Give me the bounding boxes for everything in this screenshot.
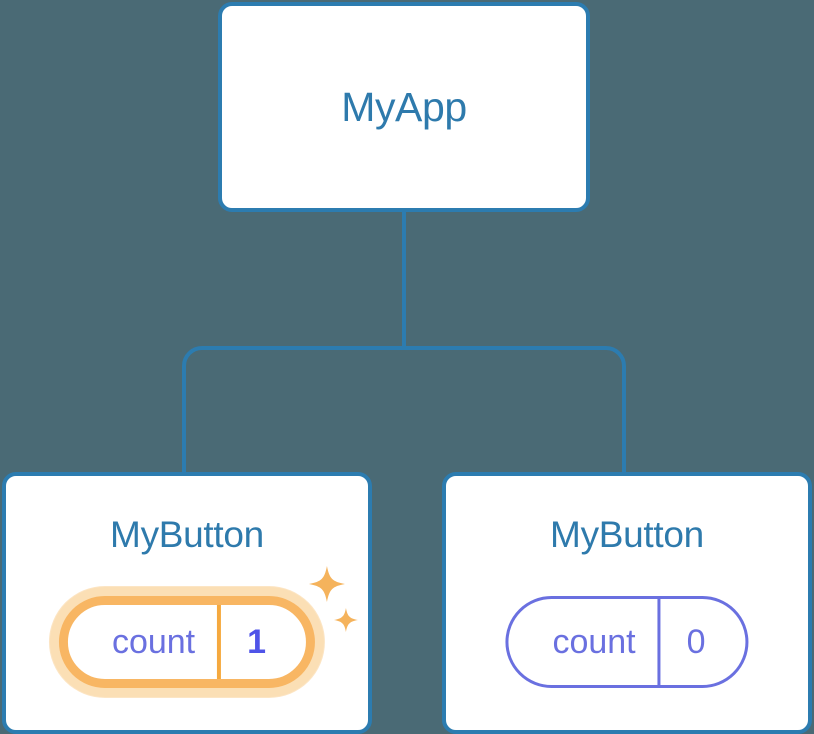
node-card-mybutton-0[interactable]: MyButton count 1	[2, 472, 372, 734]
state-key-0: count	[111, 623, 196, 661]
state-pill-0[interactable]: count 1	[58, 596, 316, 688]
state-value-0: 1	[247, 623, 267, 661]
state-pill-divider-1	[657, 599, 661, 685]
node-card-root[interactable]: MyApp	[218, 2, 590, 212]
state-value-1: 0	[686, 623, 706, 661]
sparkle-large-icon	[309, 566, 346, 602]
state-pill-wrapper-0: count 1	[45, 566, 359, 702]
sparkle-small-icon	[334, 608, 359, 632]
state-pill-divider-0	[217, 605, 222, 679]
state-pill-1[interactable]: count 0	[505, 596, 749, 688]
node-title-mybutton-1: MyButton	[550, 514, 704, 555]
state-pill-wrapper-1: count 0	[491, 582, 762, 702]
node-title-mybutton-0: MyButton	[110, 514, 264, 555]
node-card-mybutton-1[interactable]: MyButton count 0	[442, 472, 812, 734]
state-key-1: count	[552, 623, 636, 661]
node-title-root: MyApp	[341, 83, 467, 130]
